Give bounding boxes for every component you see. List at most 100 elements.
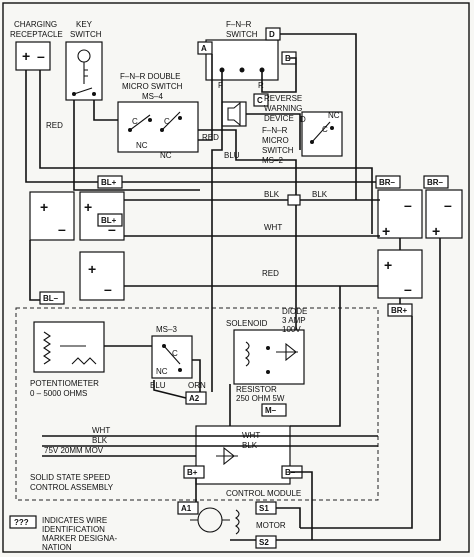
- battery-left-3: + –: [79, 251, 125, 301]
- diode: DIODE 3 AMP 100V: [276, 307, 307, 362]
- svg-text:MICRO SWITCH: MICRO SWITCH: [122, 82, 183, 91]
- svg-text:+: +: [382, 223, 390, 239]
- svg-text:SWITCH: SWITCH: [262, 146, 294, 155]
- fnr-double-micro-switch-ms4: F–N–R DOUBLE MICRO SWITCH MS–4 C C NC NC: [117, 72, 199, 160]
- legend: ??? INDICATES WIRE IDENTIFICATION MARKER…: [9, 515, 117, 552]
- svg-text:R: R: [258, 81, 264, 90]
- wire-label-red: RED: [46, 121, 63, 130]
- wire-key-switch: [73, 100, 200, 191]
- svg-text:NC: NC: [136, 141, 148, 150]
- wire-reverse: [246, 113, 301, 150]
- wire-label-blu: BLU: [224, 151, 240, 160]
- wire-blu-a2: [153, 380, 187, 399]
- svg-text:–: –: [37, 48, 45, 64]
- fuse-link: [287, 194, 301, 206]
- wire-ms3-blu: [192, 359, 201, 392]
- wire-f: [211, 70, 223, 262]
- svg-text:–: –: [404, 197, 412, 213]
- key-switch: KEY SWITCH: [65, 20, 103, 101]
- wire-label-blk: BLK: [264, 190, 280, 199]
- svg-text:BL–: BL–: [43, 294, 59, 303]
- potentiometer: POTENTIOMETER 0 – 5000 OHMS: [30, 321, 105, 398]
- fnr-micro-switch-ms2: F–N–R MICRO SWITCH MS–2 C NC D: [262, 111, 343, 165]
- wire-marker-d: D: [265, 27, 281, 41]
- wire-marker-bl-plus: BL+: [97, 213, 123, 227]
- svg-text:M–: M–: [265, 406, 277, 415]
- svg-text:250 OHM 5W: 250 OHM 5W: [236, 394, 285, 403]
- svg-text:C: C: [172, 349, 178, 358]
- svg-text:D: D: [300, 115, 306, 124]
- svg-text:INDICATES WIRE: INDICATES WIRE: [42, 516, 107, 525]
- svg-text:F–N–R: F–N–R: [262, 126, 288, 135]
- svg-text:C: C: [322, 125, 328, 134]
- svg-text:MICRO: MICRO: [262, 136, 289, 145]
- wire-label-blk: BLK: [92, 436, 108, 445]
- svg-text:BR–: BR–: [379, 178, 396, 187]
- battery-right-3: + –: [377, 249, 423, 299]
- svg-text:C: C: [164, 117, 170, 126]
- svg-text:–: –: [108, 221, 116, 237]
- svg-text:A1: A1: [181, 504, 192, 513]
- svg-text:MS–4: MS–4: [142, 92, 163, 101]
- motor: MOTOR: [190, 507, 286, 535]
- svg-text:BR–: BR–: [427, 178, 444, 187]
- wire-a: [198, 54, 213, 141]
- solenoid: SOLENOID: [226, 319, 305, 385]
- micro-switch-ms3: MS–3 C NC: [151, 325, 193, 379]
- wire-red-blu: [198, 129, 297, 320]
- svg-text:–: –: [404, 281, 412, 297]
- svg-text:+: +: [432, 223, 440, 239]
- svg-text:SWITCH: SWITCH: [70, 30, 102, 39]
- svg-text:RECEPTACLE: RECEPTACLE: [10, 30, 63, 39]
- battery-left-1: + –: [29, 191, 75, 241]
- svg-text:SWITCH: SWITCH: [226, 30, 258, 39]
- svg-text:BL+: BL+: [101, 178, 117, 187]
- speed-control-label: CONTROL ASSEMBLY: [30, 483, 114, 492]
- svg-text:S2: S2: [259, 538, 269, 547]
- svg-text:–: –: [444, 197, 452, 213]
- svg-text:C: C: [257, 96, 263, 105]
- svg-text:CHARGING: CHARGING: [14, 20, 57, 29]
- svg-text:IDENTIFICATION: IDENTIFICATION: [42, 525, 105, 534]
- svg-text:+: +: [88, 261, 96, 277]
- svg-text:NATION: NATION: [42, 543, 72, 552]
- svg-text:D: D: [269, 30, 275, 39]
- wire-charger-neg: [39, 70, 373, 234]
- wire-label-blu: BLU: [150, 381, 166, 390]
- svg-text:POTENTIOMETER: POTENTIOMETER: [30, 379, 99, 388]
- wire-marker-a: A: [197, 41, 213, 55]
- svg-text:A: A: [201, 44, 207, 53]
- wire-label-red: RED: [202, 133, 219, 142]
- svg-text:BR+: BR+: [391, 306, 408, 315]
- svg-text:+: +: [40, 199, 48, 215]
- svg-text:REVERSE: REVERSE: [264, 94, 302, 103]
- wire-label-blk: BLK: [312, 190, 328, 199]
- outer-frame: [2, 2, 470, 553]
- svg-text:–: –: [58, 221, 66, 237]
- wire-marker-c: C: [253, 93, 269, 107]
- wire-br-plus-to-motor: [300, 316, 413, 529]
- svg-text:NC: NC: [160, 151, 172, 160]
- svg-text:0 – 5000 OHMS: 0 – 5000 OHMS: [30, 389, 87, 398]
- svg-text:MARKER DESIGNA-: MARKER DESIGNA-: [42, 534, 117, 543]
- svg-text:KEY: KEY: [76, 20, 93, 29]
- resistor: RESISTOR 250 OHM 5W: [236, 385, 285, 403]
- wire-label-wht: WHT: [264, 223, 282, 232]
- svg-text:+: +: [22, 48, 30, 64]
- svg-text:MS–3: MS–3: [156, 325, 177, 334]
- speed-control-label: SOLID STATE SPEED: [30, 473, 110, 482]
- svg-text:NC: NC: [156, 367, 168, 376]
- wire-label-wht: WHT: [92, 426, 110, 435]
- wire-marker-b: B: [281, 51, 297, 65]
- svg-text:F: F: [218, 81, 223, 90]
- wire-marker-m-minus: M–: [261, 403, 287, 417]
- svg-text:WARNING: WARNING: [264, 104, 302, 113]
- wire-marker-b-plus: B+: [183, 465, 205, 479]
- wire-solenoid-feed: [290, 286, 341, 427]
- svg-text:A2: A2: [189, 394, 200, 403]
- svg-text:S1: S1: [259, 504, 269, 513]
- svg-text:???: ???: [14, 518, 29, 527]
- wire-marker-s1: S1: [255, 501, 277, 515]
